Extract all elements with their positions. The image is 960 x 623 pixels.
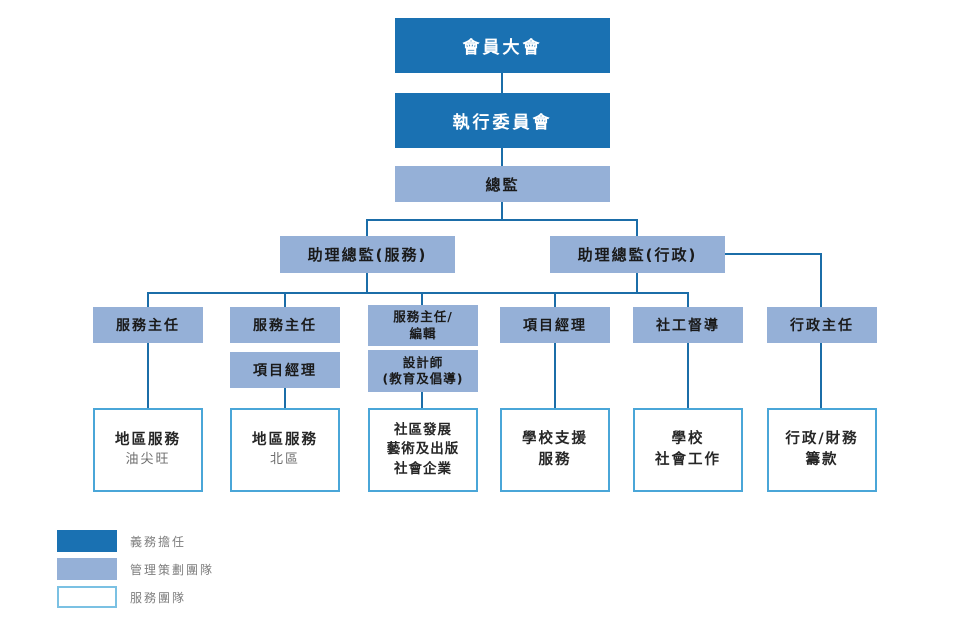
org-node-service-officer-editor: 服務主任/ 編輯	[368, 305, 478, 346]
connector	[284, 292, 286, 307]
connector	[820, 253, 822, 307]
connector	[147, 292, 149, 307]
org-node-admin-officer: 行政主任	[767, 307, 877, 343]
node-label: 行政主任	[790, 318, 854, 334]
node-label: 編輯	[409, 325, 437, 341]
org-node-admin-finance: 行政/財務 籌款	[767, 408, 877, 492]
node-label: 籌款	[805, 452, 839, 468]
node-label: 執行委員會	[452, 113, 553, 133]
org-node-community-development: 社區發展 藝術及出版 社會企業	[368, 408, 478, 492]
node-label: 地區服務	[252, 432, 318, 449]
node-label: 藝術及出版	[386, 441, 460, 458]
node-label: (教育及倡導)	[382, 371, 464, 386]
node-sublabel: 北區	[269, 452, 300, 468]
org-node-project-manager-right: 項目經理	[500, 307, 610, 343]
node-label: 地區服務	[115, 432, 181, 449]
node-label: 會員大會	[462, 38, 543, 58]
org-node-project-manager-left: 項目經理	[230, 352, 340, 388]
connector	[147, 343, 149, 408]
legend-swatch-volunteer	[57, 530, 117, 552]
legend-swatch-service	[57, 586, 117, 608]
org-node-member-assembly: 會員大會	[395, 18, 610, 73]
connector	[366, 219, 368, 236]
node-label: 助理總監(行政)	[577, 246, 698, 264]
org-node-designer: 設計師 (教育及倡導)	[368, 350, 478, 392]
connector	[421, 292, 423, 307]
node-label: 服務主任	[253, 318, 317, 334]
connector	[366, 273, 368, 293]
connector	[366, 219, 638, 221]
node-label: 行政/財務	[785, 430, 859, 447]
connector	[147, 292, 689, 294]
legend-label-service: 服務團隊	[130, 590, 187, 605]
org-node-school-support: 學校支援 服務	[500, 408, 610, 492]
connector	[636, 219, 638, 236]
org-node-school-social-work: 學校 社會工作	[633, 408, 743, 492]
connector	[687, 292, 689, 307]
connector	[820, 343, 822, 408]
org-node-service-officer-1: 服務主任	[93, 307, 203, 343]
node-sublabel: 油尖旺	[125, 452, 171, 468]
connector	[501, 148, 503, 166]
connector	[636, 273, 638, 293]
org-node-assistant-director-admin: 助理總監(行政)	[550, 236, 725, 273]
node-label: 社工督導	[656, 318, 720, 334]
node-label: 服務主任/	[393, 309, 453, 325]
legend-swatch-management	[57, 558, 117, 580]
connector	[501, 202, 503, 220]
node-label: 社區發展	[394, 421, 452, 438]
node-label: 學校	[671, 430, 705, 447]
node-label: 服務主任	[116, 318, 180, 334]
node-label: 總監	[485, 175, 520, 194]
node-label: 社會工作	[655, 452, 721, 468]
connector	[421, 392, 423, 408]
org-node-district-service-ytm: 地區服務 油尖旺	[93, 408, 203, 492]
org-node-social-work-supervisor: 社工督導	[633, 307, 743, 343]
node-label: 服務	[538, 452, 572, 468]
connector	[554, 343, 556, 408]
node-label: 項目經理	[523, 318, 587, 334]
node-label: 社會企業	[394, 460, 452, 477]
org-node-assistant-director-service: 助理總監(服務)	[280, 236, 455, 273]
connector	[687, 343, 689, 408]
connector	[284, 388, 286, 408]
legend-label-volunteer: 義務擔任	[130, 534, 187, 549]
org-node-district-service-north: 地區服務 北區	[230, 408, 340, 492]
node-label: 學校支援	[522, 430, 588, 447]
org-node-executive-committee: 執行委員會	[395, 93, 610, 148]
connector	[501, 73, 503, 93]
org-node-service-officer-2: 服務主任	[230, 307, 340, 343]
node-label: 助理總監(服務)	[307, 246, 428, 264]
org-node-director: 總監	[395, 166, 610, 202]
connector	[725, 253, 822, 255]
node-label: 項目經理	[253, 363, 317, 379]
connector	[554, 292, 556, 307]
legend-label-management: 管理策劃團隊	[130, 562, 215, 577]
node-label: 設計師	[402, 354, 444, 370]
